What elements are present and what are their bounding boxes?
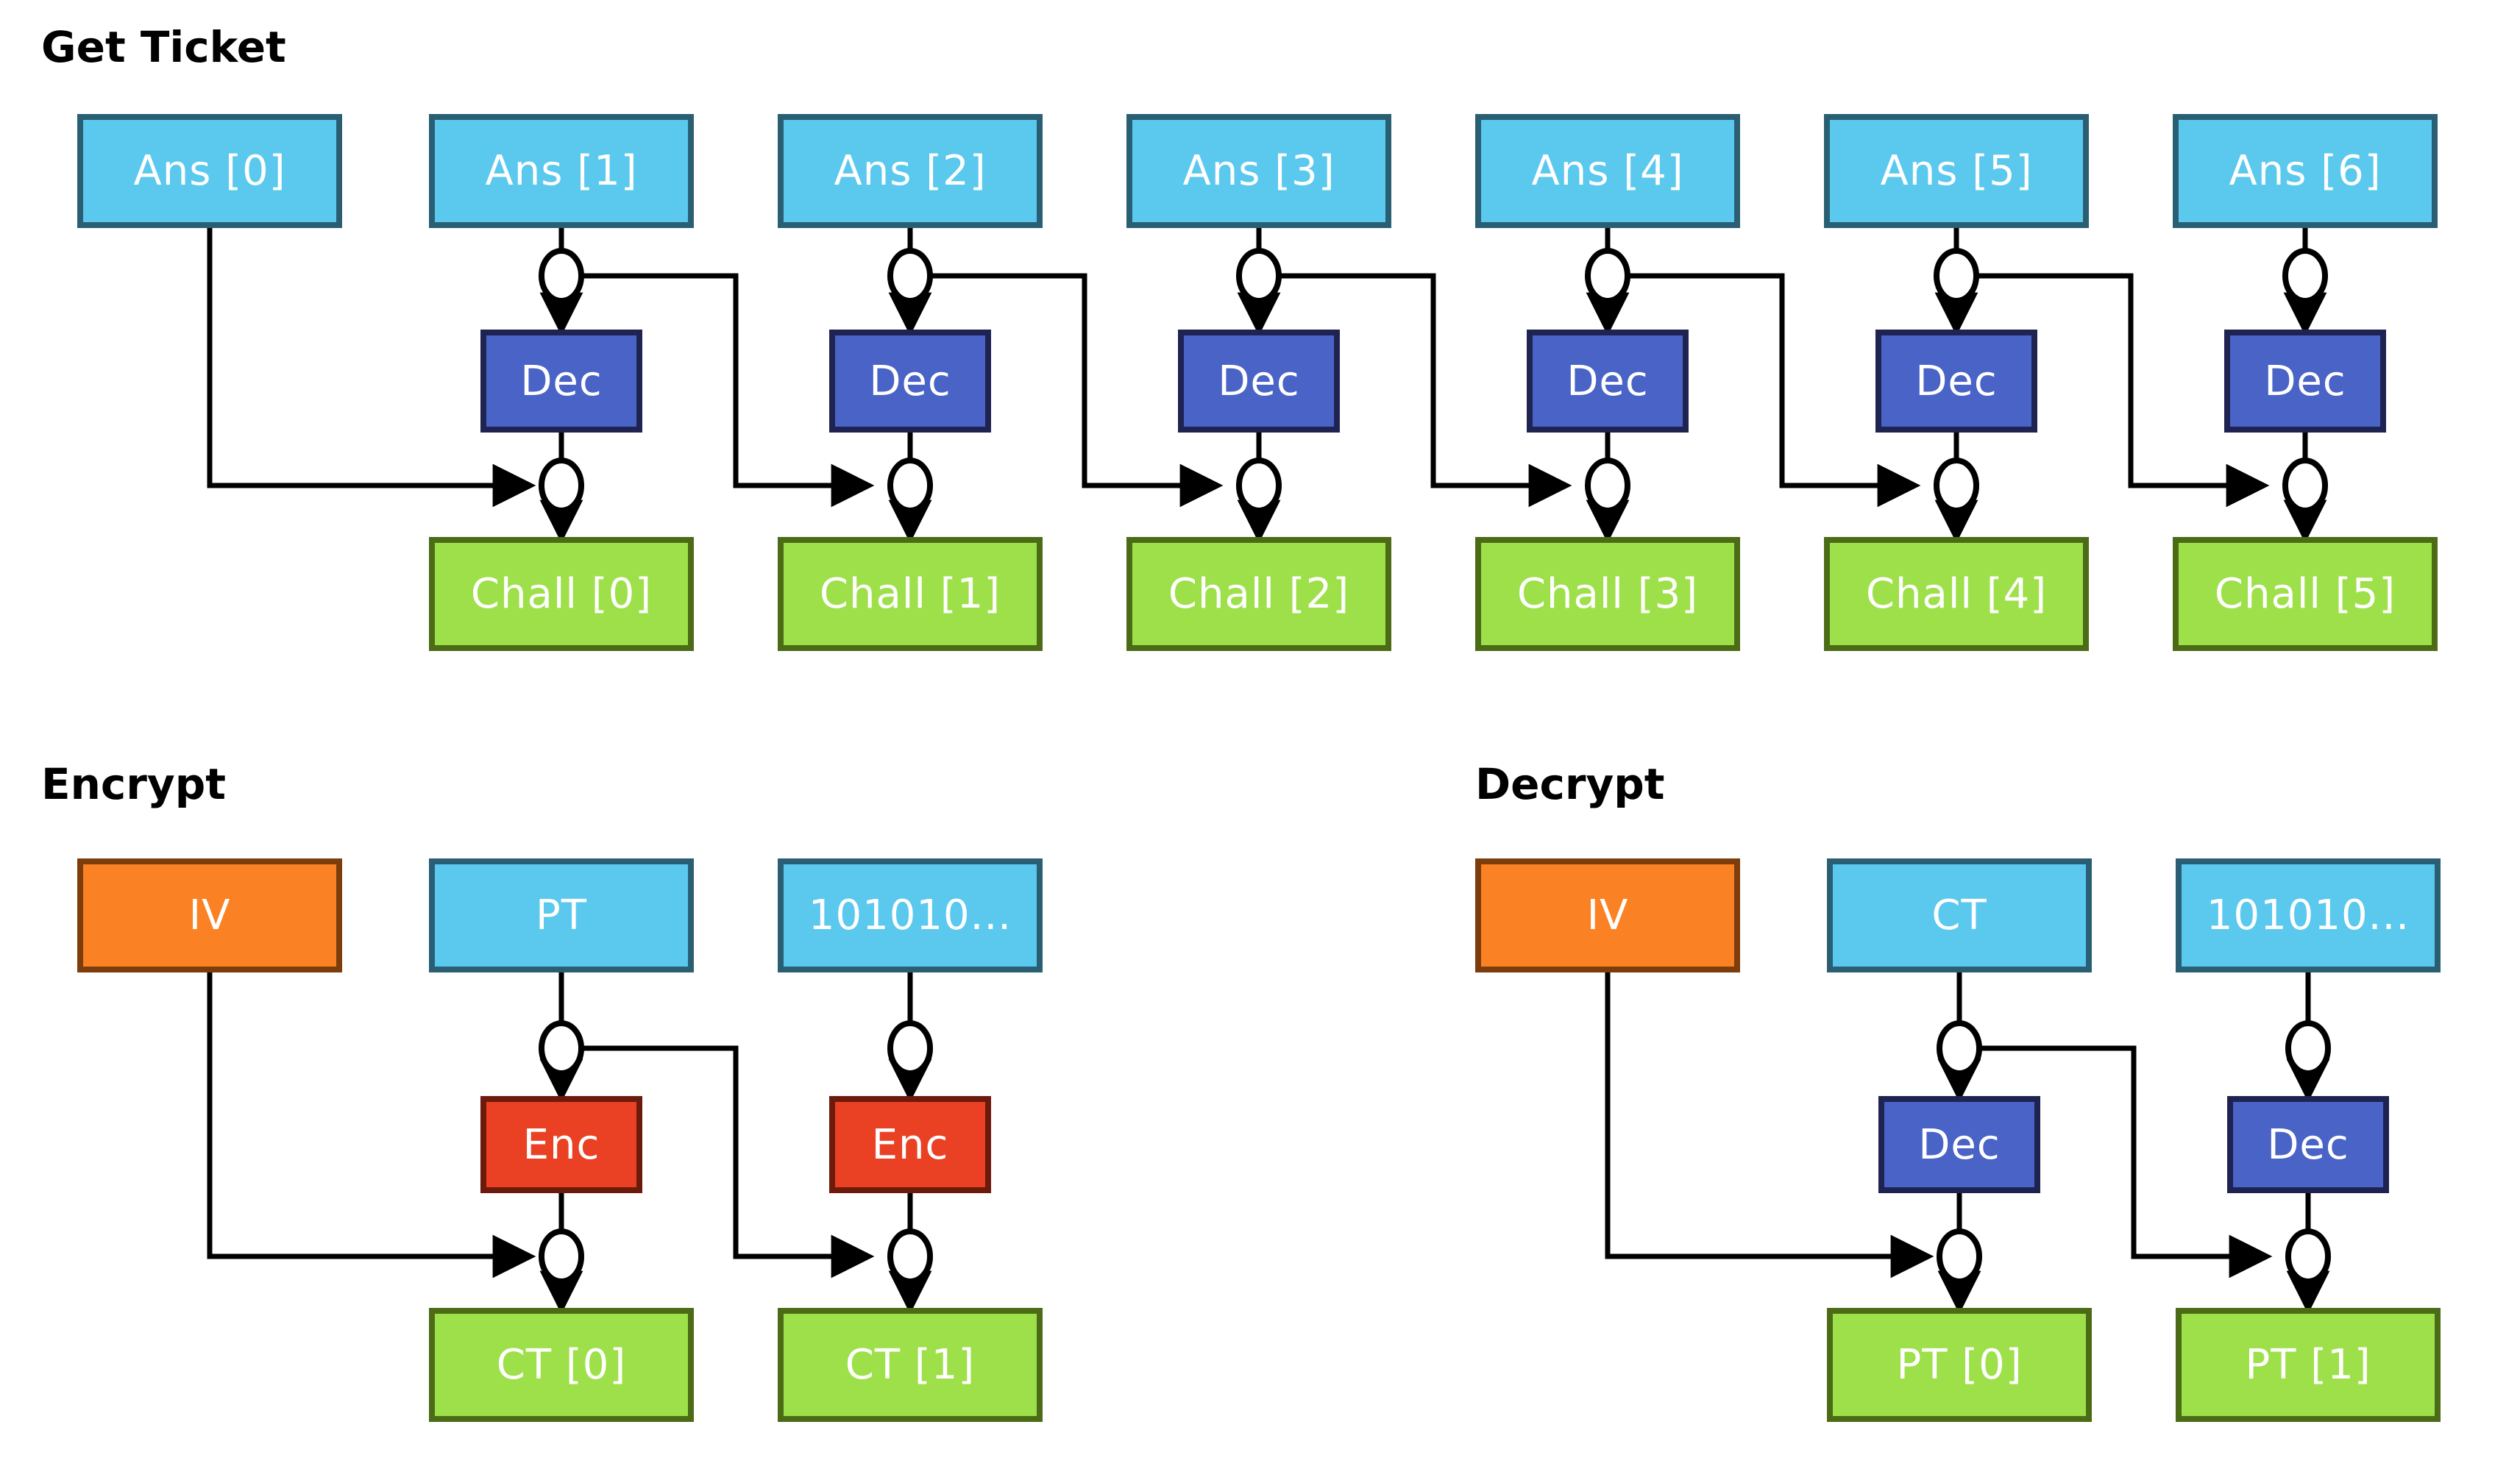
section-title-encrypt: Encrypt [41, 759, 226, 809]
xor-junction [1236, 248, 1282, 304]
node-dec-4[interactable]: Dec [1875, 330, 2037, 433]
node-chall-0[interactable]: Chall [0] [429, 537, 694, 651]
xor-junction [2282, 458, 2328, 513]
node-chall-2[interactable]: Chall [2] [1126, 537, 1391, 651]
node-decrypt-dec-1[interactable]: Dec [2227, 1096, 2389, 1193]
xor-junction [1585, 458, 1630, 513]
xor-junction [539, 248, 584, 304]
xor-junction [539, 1020, 584, 1076]
node-encrypt-counter[interactable]: 101010... [778, 858, 1043, 972]
node-chall-5[interactable]: Chall [5] [2173, 537, 2438, 651]
node-pt-1[interactable]: PT [1] [2176, 1308, 2441, 1422]
node-decrypt-iv[interactable]: IV [1475, 858, 1740, 972]
xor-junction [2282, 248, 2328, 304]
node-ans-2[interactable]: Ans [2] [778, 114, 1043, 228]
node-enc-0[interactable]: Enc [480, 1096, 642, 1193]
node-encrypt-pt[interactable]: PT [429, 858, 694, 972]
node-chall-3[interactable]: Chall [3] [1475, 537, 1740, 651]
xor-junction [1937, 1228, 1982, 1284]
node-dec-2[interactable]: Dec [1178, 330, 1340, 433]
node-dec-1[interactable]: Dec [829, 330, 991, 433]
node-ans-1[interactable]: Ans [1] [429, 114, 694, 228]
node-ans-3[interactable]: Ans [3] [1126, 114, 1391, 228]
node-decrypt-ct[interactable]: CT [1827, 858, 2092, 972]
section-title-decrypt: Decrypt [1475, 759, 1665, 809]
node-ct-0[interactable]: CT [0] [429, 1308, 694, 1422]
node-ans-5[interactable]: Ans [5] [1824, 114, 2089, 228]
node-ct-1[interactable]: CT [1] [778, 1308, 1043, 1422]
node-encrypt-iv[interactable]: IV [77, 858, 342, 972]
node-pt-0[interactable]: PT [0] [1827, 1308, 2092, 1422]
xor-junction [887, 1228, 933, 1284]
xor-junction [1937, 1020, 1982, 1076]
section-title-get-ticket: Get Ticket [41, 22, 286, 72]
node-chall-4[interactable]: Chall [4] [1824, 537, 2089, 651]
node-enc-1[interactable]: Enc [829, 1096, 991, 1193]
node-dec-3[interactable]: Dec [1527, 330, 1689, 433]
xor-junction [1934, 248, 1979, 304]
xor-junction [2285, 1020, 2331, 1076]
xor-junction [1934, 458, 1979, 513]
node-ans-4[interactable]: Ans [4] [1475, 114, 1740, 228]
node-dec-5[interactable]: Dec [2224, 330, 2386, 433]
xor-junction [1236, 458, 1282, 513]
xor-junction [887, 458, 933, 513]
node-dec-0[interactable]: Dec [480, 330, 642, 433]
xor-junction [2285, 1228, 2331, 1284]
xor-junction [539, 458, 584, 513]
xor-junction [1585, 248, 1630, 304]
xor-junction [887, 1020, 933, 1076]
xor-junction [887, 248, 933, 304]
node-ans-6[interactable]: Ans [6] [2173, 114, 2438, 228]
node-chall-1[interactable]: Chall [1] [778, 537, 1043, 651]
node-decrypt-counter[interactable]: 101010... [2176, 858, 2441, 972]
node-ans-0[interactable]: Ans [0] [77, 114, 342, 228]
xor-junction [539, 1228, 584, 1284]
xor-junctions [539, 248, 2331, 1284]
node-decrypt-dec-0[interactable]: Dec [1878, 1096, 2040, 1193]
